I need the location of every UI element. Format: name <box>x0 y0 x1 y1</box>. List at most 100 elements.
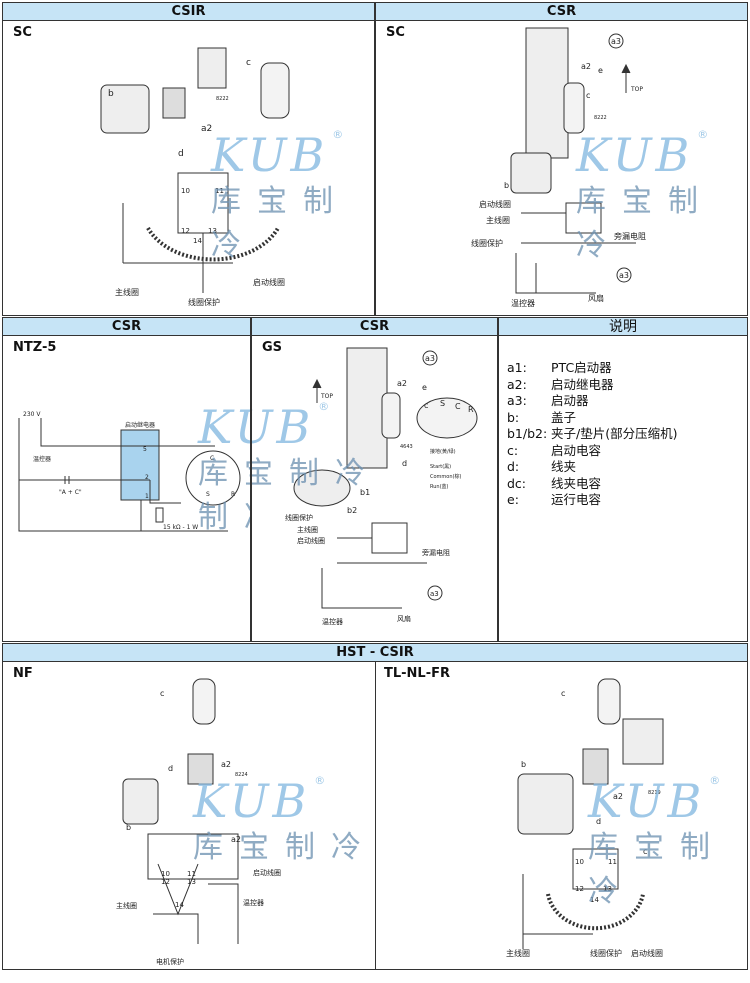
label-start-winding: 启动线圈 <box>253 868 281 877</box>
label-bleed-resistor: 旁漏电阻 <box>614 231 646 241</box>
label-motor-protector: 电机保护 <box>156 957 184 966</box>
panel-header: CSIR <box>3 3 374 21</box>
panel-csr-ntz5: CSR NTZ-5 230 V 温控器 启动继电器 "A + C" 15 kΩ … <box>2 317 251 642</box>
wiring-diagram: a3 a2 e c TOP 4643 S C R d 接地(黄/绿) Start… <box>285 347 478 626</box>
terminal-c: C <box>455 402 461 411</box>
label-a2: a2 <box>221 760 231 769</box>
model-label: SC <box>13 25 32 40</box>
terminal-12: 12 <box>575 885 584 893</box>
label-main-winding: 主线圈 <box>297 525 318 534</box>
legend-item: c:启动电容 <box>507 442 602 458</box>
legend-item: b:盖子 <box>507 409 577 425</box>
label-b: b <box>108 89 114 99</box>
terminal-s: S <box>206 491 210 498</box>
label-common-wire: Common(棕) <box>430 473 461 480</box>
label-b: b <box>504 181 509 190</box>
label-main-winding: 主线圈 <box>486 215 510 225</box>
terminal-r: R <box>231 491 235 498</box>
terminal-11: 11 <box>608 858 617 866</box>
part-code: 8219 <box>648 790 661 796</box>
part-code: 8222 <box>216 96 229 102</box>
terminal-14: 14 <box>193 237 202 245</box>
label-start-winding: 启动线圈 <box>479 199 511 209</box>
label-e: e <box>422 383 427 392</box>
panel-csr-gs: CSR GS a3 a2 e c TOP 4643 S C R d 接地(黄/绿… <box>251 317 498 642</box>
label-start-relay: 启动继电器 <box>125 421 155 429</box>
label-start-winding: 启动线圈 <box>631 948 663 958</box>
label-a3: a3 <box>611 37 621 46</box>
label-b1: b1 <box>360 488 370 497</box>
legend-item: b1/b2:夹子/垫片(部分压缩机) <box>507 426 678 441</box>
terminal-12: 12 <box>181 227 190 235</box>
legend-item: dc:线夹电容 <box>507 475 602 491</box>
model-label: SC <box>386 25 405 40</box>
terminal-2: 2 <box>145 474 149 481</box>
wiring-diagram: 230 V 温控器 启动继电器 "A + C" 15 kΩ - 1 W 5 2 … <box>18 411 241 532</box>
legend-item: a3:启动器 <box>507 393 589 408</box>
label-ground: 接地(黄/绿) <box>430 448 456 455</box>
label-a2: a2 <box>613 792 623 801</box>
label-c: c <box>246 58 251 68</box>
label-top: TOP <box>320 393 333 400</box>
label-top: TOP <box>630 86 643 93</box>
terminal-13: 13 <box>187 878 196 886</box>
terminal-r: R <box>468 405 474 414</box>
terminal-14: 14 <box>590 896 599 904</box>
terminal-10: 10 <box>161 870 170 878</box>
label-a3-lower: a3 <box>619 271 629 280</box>
panel-header: CSR <box>3 318 250 336</box>
label-a3-lower: a3 <box>430 590 439 598</box>
label-c: c <box>586 91 590 100</box>
label-b: b <box>521 760 526 769</box>
terminal-s: S <box>440 399 445 408</box>
panel-header: HST - CSIR <box>3 644 747 662</box>
label-b2: b2 <box>347 506 357 515</box>
terminal-13: 13 <box>208 227 217 235</box>
panel-csir-sc: CSIR SC b c a2 d 8222 10 11 12 13 14 主线圈… <box>2 2 375 316</box>
label-run-wire: Run(蓝) <box>430 483 449 490</box>
wiring-diagram: b c a2 d 8222 10 11 12 13 14 主线圈 线圈保护 启动… <box>100 47 290 307</box>
label-d: d <box>596 817 601 826</box>
label-d: d <box>402 459 407 468</box>
terminal-c: C <box>210 455 214 462</box>
label-resistor: 15 kΩ - 1 W <box>163 524 198 531</box>
legend-item: a1:PTC启动器 <box>507 360 612 375</box>
legend-item: d:线夹 <box>507 459 577 474</box>
terminal-11: 11 <box>187 870 196 878</box>
label-a2-lower: a2 <box>231 835 241 844</box>
label-capacitor: "A + C" <box>59 489 82 496</box>
terminal-14: 14 <box>175 901 184 909</box>
label-d: d <box>168 764 173 773</box>
label-protector: 线圈保护 <box>590 948 622 958</box>
label-start-winding: 启动线圈 <box>253 277 285 287</box>
label-thermostat: 温控器 <box>243 898 264 907</box>
panel-header: 说明 <box>499 318 747 336</box>
wiring-diagrams: c d a2 8224 b a2 10 11 12 13 14 启动线圈 主线圈… <box>116 678 664 966</box>
label-c-lower: c <box>643 847 647 856</box>
label-c: c <box>561 689 565 698</box>
label-voltage: 230 V <box>23 411 41 418</box>
label-c: c <box>424 401 428 410</box>
legend-item: a2:启动继电器 <box>507 376 614 392</box>
label-thermostat: 温控器 <box>33 455 51 463</box>
wiring-diagram: a3 a2 e c TOP 8222 b 启动线圈 主线圈 线圈保护 旁漏电阻 … <box>471 27 646 308</box>
label-start-winding: 启动线圈 <box>297 536 325 545</box>
label-bleed-resistor: 旁漏电阻 <box>422 548 450 557</box>
legend-list: a1:PTC启动器 a2:启动继电器 a3:启动器 b:盖子 b1/b2:夹子/… <box>507 360 677 509</box>
terminal-10: 10 <box>181 187 190 195</box>
label-a2: a2 <box>581 62 591 71</box>
label-main-winding: 主线圈 <box>115 287 139 297</box>
part-code: 8224 <box>235 772 248 778</box>
terminal-12: 12 <box>161 878 170 886</box>
label-protector: 线圈保护 <box>188 297 220 307</box>
panel-legend: 说明 a1:PTC启动器 a2:启动继电器 a3:启动器 b:盖子 b1/b2:… <box>498 317 748 642</box>
terminal-1: 1 <box>145 493 149 500</box>
terminal-10: 10 <box>575 858 584 866</box>
label-b: b <box>126 823 131 832</box>
label-main-winding: 主线圈 <box>116 901 137 910</box>
divider <box>375 662 376 969</box>
label-main-winding: 主线圈 <box>506 948 530 958</box>
legend-item: e:运行电容 <box>507 492 602 507</box>
label-a2: a2 <box>201 124 212 134</box>
label-fan: 风扇 <box>397 614 411 623</box>
